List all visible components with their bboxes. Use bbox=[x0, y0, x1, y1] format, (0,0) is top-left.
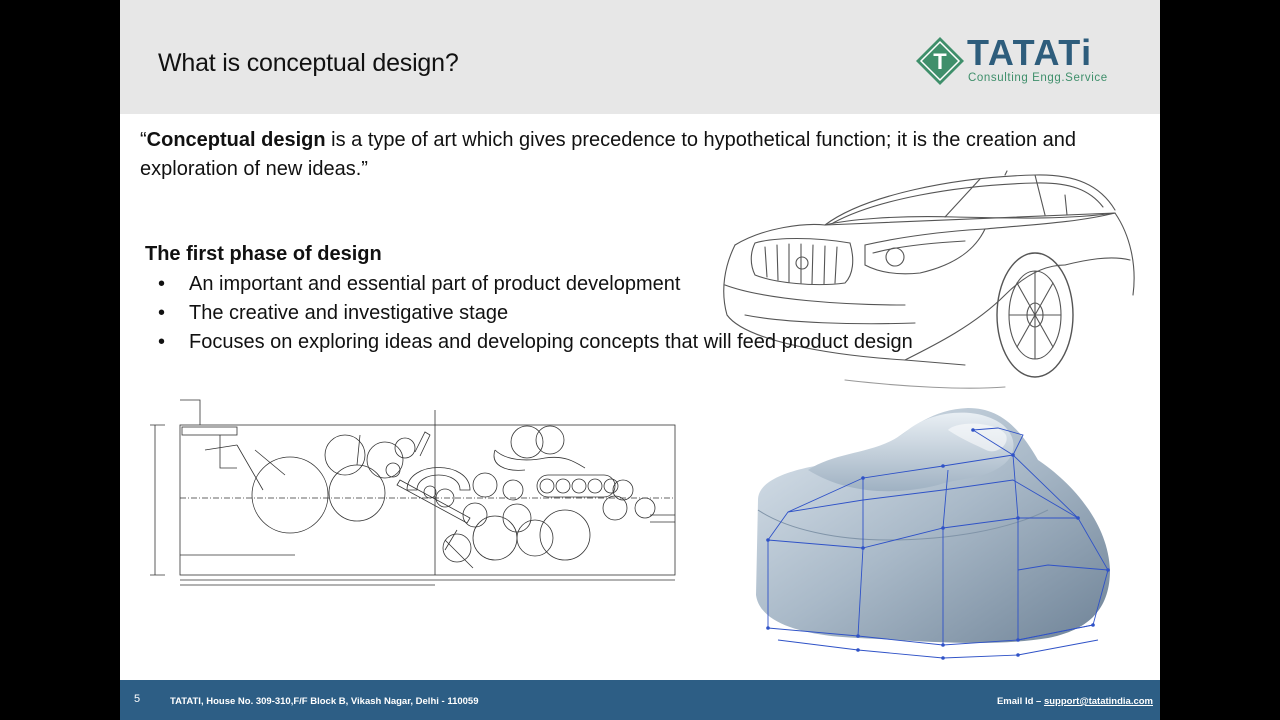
email-label: Email Id – bbox=[996, 696, 1044, 707]
logo-mark-letter: T bbox=[933, 49, 947, 74]
slide: What is conceptual design? T TATATi Cons… bbox=[120, 0, 1160, 720]
company-logo: T TATATi Consulting Engg.Service bbox=[915, 32, 1125, 88]
car-sketch-image bbox=[723, 170, 1135, 389]
bullet-marker: • bbox=[158, 302, 166, 324]
bullet-text: Focuses on exploring ideas and developin… bbox=[189, 331, 913, 353]
bullet-text: An important and essential part of produ… bbox=[189, 273, 681, 295]
definition-quote: “Conceptual design is a type of art whic… bbox=[140, 126, 1150, 184]
quote-term: Conceptual design bbox=[146, 129, 326, 151]
logo-mark-icon: T bbox=[916, 37, 964, 85]
bullet-marker: • bbox=[158, 331, 166, 353]
technical-drawing-image bbox=[150, 399, 676, 586]
page-number: 5 bbox=[134, 693, 141, 705]
logo-wordmark: TATATi bbox=[967, 32, 1093, 73]
slide-header: What is conceptual design? T TATATi Cons… bbox=[120, 0, 1160, 114]
bullet-item: • Focuses on exploring ideas and developi… bbox=[158, 328, 913, 357]
email-link[interactable]: support@tatatindia.com bbox=[1043, 696, 1153, 707]
footer-email: Email Id – support@tatatindia.com bbox=[997, 696, 1153, 707]
slide-footer: 5 TATATI, House No. 309-310,F/F Block B,… bbox=[120, 680, 1160, 720]
logo-tagline: Consulting Engg.Service bbox=[968, 72, 1108, 84]
cad-surface-model-image bbox=[756, 408, 1110, 660]
section-heading: The first phase of design bbox=[145, 243, 382, 265]
bullet-marker: • bbox=[158, 273, 166, 295]
quote-text: is a type of art which gives precedence … bbox=[140, 129, 1077, 180]
bullet-item: • An important and essential part of prod… bbox=[158, 270, 913, 299]
page-title: What is conceptual design? bbox=[158, 49, 459, 77]
footer-address: TATATI, House No. 309-310,F/F Block B, V… bbox=[170, 696, 479, 707]
bullet-list: • An important and essential part of prod… bbox=[158, 270, 913, 357]
quote-open-mark: “ bbox=[140, 129, 147, 151]
bullet-text: The creative and investigative stage bbox=[189, 302, 509, 324]
bullet-item: • The creative and investigative stage bbox=[158, 299, 913, 328]
